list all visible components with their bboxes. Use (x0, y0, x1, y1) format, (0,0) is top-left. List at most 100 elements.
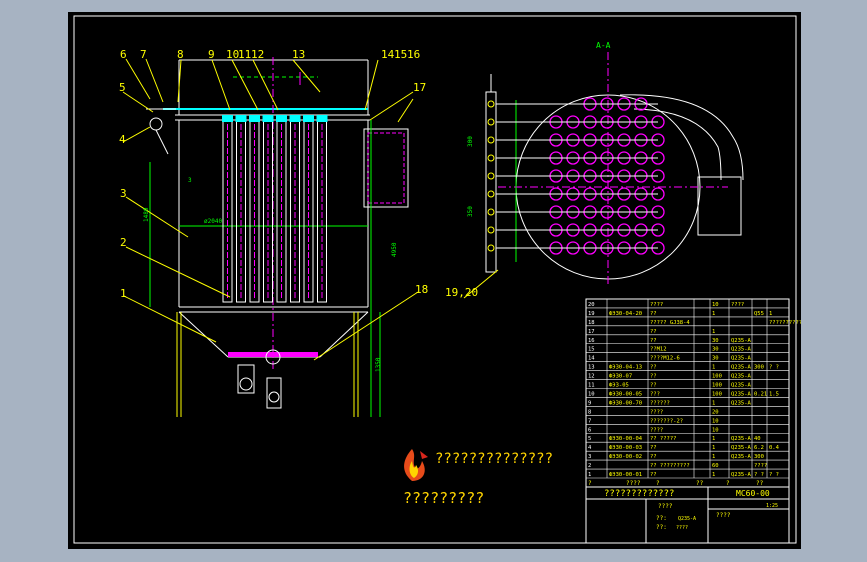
bom-cell: 20 (588, 302, 595, 308)
material-label: ??: (656, 515, 667, 522)
bom-cell: 1 (712, 472, 715, 478)
inner-border (73, 15, 797, 544)
svg-text:12: 12 (251, 48, 264, 61)
logo-subtitle: ????????? (403, 489, 485, 507)
blow-pipe (487, 118, 658, 126)
svg-text:3: 3 (120, 187, 127, 200)
bom-cell: 10 (712, 427, 719, 433)
svg-text:11: 11 (238, 48, 251, 61)
bom-cell: 1 (769, 311, 772, 317)
bom-cell: 8 (588, 409, 591, 415)
svg-text:300: 300 (467, 136, 474, 147)
bom-cell: 1 (712, 365, 715, 371)
bom-row: 20????10???? (586, 302, 789, 309)
blow-pipe (487, 172, 658, 180)
bom-cell: ?? (650, 445, 657, 451)
bom-cell: 6.2 (754, 445, 764, 451)
bom-row: 8????20 (586, 409, 789, 416)
bom-cell: ?? (650, 329, 657, 335)
bom-cell: 60 (712, 463, 719, 469)
bom-cell: Q235-A (731, 338, 752, 344)
bom-cell: 1 (712, 329, 715, 335)
blow-pipe (487, 154, 658, 162)
bom-header-cell: ? (726, 480, 730, 487)
bom-cell: Q235-A (731, 356, 752, 362)
svg-text:19,20: 19,20 (445, 286, 478, 299)
bom-cell: ?? (650, 311, 657, 317)
bom-cell: Q235-A (731, 347, 752, 353)
filter-bag (276, 115, 287, 303)
svg-text:15: 15 (394, 48, 407, 61)
cad-drawing: 6 7 8 9 10 11 12 13 14 15 16 17 5 4 3 2 … (73, 15, 801, 544)
bom-cell: ??? (650, 391, 660, 397)
bom-cell: 10 (588, 391, 595, 397)
company-logo (398, 447, 433, 483)
bom-cell: ? ? (769, 472, 779, 478)
svg-text:2: 2 (120, 236, 127, 249)
filter-bags (222, 115, 328, 303)
svg-text:1480: 1480 (143, 207, 150, 222)
bom-cell: ?? (650, 374, 657, 380)
svg-text:4950: 4950 (391, 242, 398, 257)
bom-cell: 7 (588, 418, 591, 424)
svg-text:1: 1 (120, 287, 127, 300)
svg-text:13: 13 (292, 48, 305, 61)
bom-cell: 20 (712, 409, 719, 415)
bom-cell: 2 (588, 463, 591, 469)
filter-bag (235, 115, 247, 303)
bom-cell: ??M12 (650, 347, 667, 353)
bom-cell: Q235-A (731, 472, 752, 478)
bom-cell: 30 (712, 338, 719, 344)
drawing-title: ????????????? (604, 489, 674, 499)
bom-cell: 14 (588, 356, 595, 362)
bom-cell: ?? (650, 472, 657, 478)
bom-cell: 100 (712, 374, 722, 380)
bom-cell: ????M12-6 (650, 356, 680, 362)
bom-cell: ?????? (650, 400, 670, 406)
front-callout-labels: 6 7 8 9 10 11 12 13 14 15 16 17 5 4 3 2 … (119, 48, 428, 300)
svg-text:6: 6 (120, 48, 127, 61)
bom-cell: ФЭЗ0-00-02 (609, 454, 642, 460)
svg-text:ø2040: ø2040 (204, 218, 222, 225)
bom-cell: Q235-A (731, 374, 752, 380)
filter-bag (249, 115, 260, 303)
filter-bag (262, 115, 274, 303)
bom-cell: 4 (588, 445, 592, 451)
svg-text:9: 9 (208, 48, 215, 61)
bom-cell: 100 (712, 383, 722, 389)
bom-cell: Q235-A (731, 391, 752, 397)
blow-pipe (487, 190, 658, 198)
bom-cell: 12 (588, 374, 595, 380)
date: ???? (676, 525, 688, 531)
bom-cell: 0.4 (769, 445, 780, 451)
bom-cell: ?? ????? (650, 436, 677, 442)
section-view (485, 52, 744, 287)
filter-bag (316, 115, 328, 303)
bom-cell: ? ? (754, 472, 764, 478)
bom-cell: ? ? (769, 365, 779, 371)
svg-text:4: 4 (119, 133, 126, 146)
bom-cell: 6 (588, 427, 591, 433)
filter-bag (289, 115, 301, 303)
bom-cell: 10 (712, 418, 719, 424)
bom-cell: 5 (588, 436, 591, 442)
bom-cell: 18 (588, 320, 595, 326)
svg-text:10: 10 (226, 48, 239, 61)
bom-cell: ????? GJ38-4 (650, 320, 690, 326)
bom-cell: ФЭЗ-05 (609, 383, 629, 389)
bom-cell: 30 (712, 347, 719, 353)
bom-cell: 1 (588, 472, 591, 478)
svg-text:5: 5 (119, 81, 126, 94)
bom-cell: ФЭЗ0-00-70 (609, 400, 642, 406)
blow-pipe (487, 208, 658, 216)
blow-pipe (487, 100, 658, 108)
bom-cell: ?? (650, 383, 657, 389)
